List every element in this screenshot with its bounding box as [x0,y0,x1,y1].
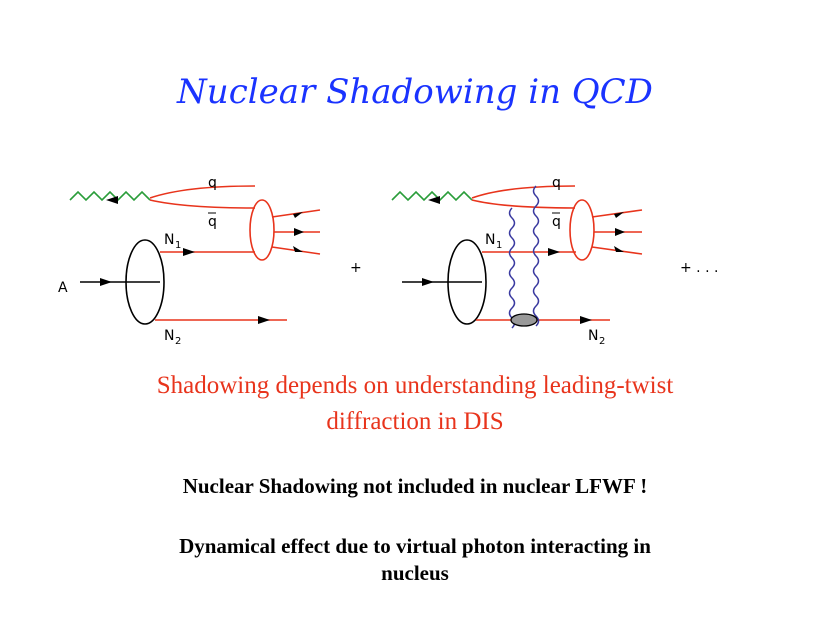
gluon-line-1 [508,207,516,329]
statement-1: Nuclear Shadowing not included in nuclea… [182,474,648,498]
plus-sign: + [350,260,362,276]
subtitle-line-1: Shadowing depends on understanding leadi… [156,372,674,399]
quark-line-right [471,185,576,199]
ellipsis-plus: + . . . [680,260,718,276]
q-label-left: q [208,175,217,191]
n2-label-left: N [164,328,174,344]
quark-line-left [149,185,256,199]
shadowing-feynman-diagram: q q N 1 N 2 A + q q N [58,175,718,347]
n1-sub-left: 1 [175,240,181,251]
qbar-label-right: q [552,214,561,230]
n1-label-left: N [164,232,174,248]
n2-sub-right: 2 [599,336,605,347]
statement-2-line-2: nucleus [381,561,449,585]
n2-sub-left: 2 [175,336,181,347]
slide-title: Nuclear Shadowing in QCD [177,72,653,112]
photon-line-left [69,190,151,202]
photon-line-right [391,190,473,202]
antiquark-line-left [149,199,256,209]
n1-label-right: N [485,232,495,248]
a-label: A [58,280,68,296]
qbar-label-left: q [208,214,217,230]
statement-2-line-1: Dynamical effect due to virtual photon i… [179,534,651,558]
antiquark-line-right [471,199,576,209]
subtitle-line-2: diffraction in DIS [326,408,504,435]
hadron-blob-left [249,199,275,261]
hadron-blob-right [569,199,595,261]
pomeron-blob [510,313,538,327]
left-diagram: q q N 1 N 2 A [58,175,321,347]
n2-label-right: N [588,328,598,344]
n1-sub-right: 1 [496,240,502,251]
q-label-right: q [552,175,561,191]
gluon-line-2 [532,185,540,327]
right-diagram: q q N 1 N 2 [391,175,643,347]
